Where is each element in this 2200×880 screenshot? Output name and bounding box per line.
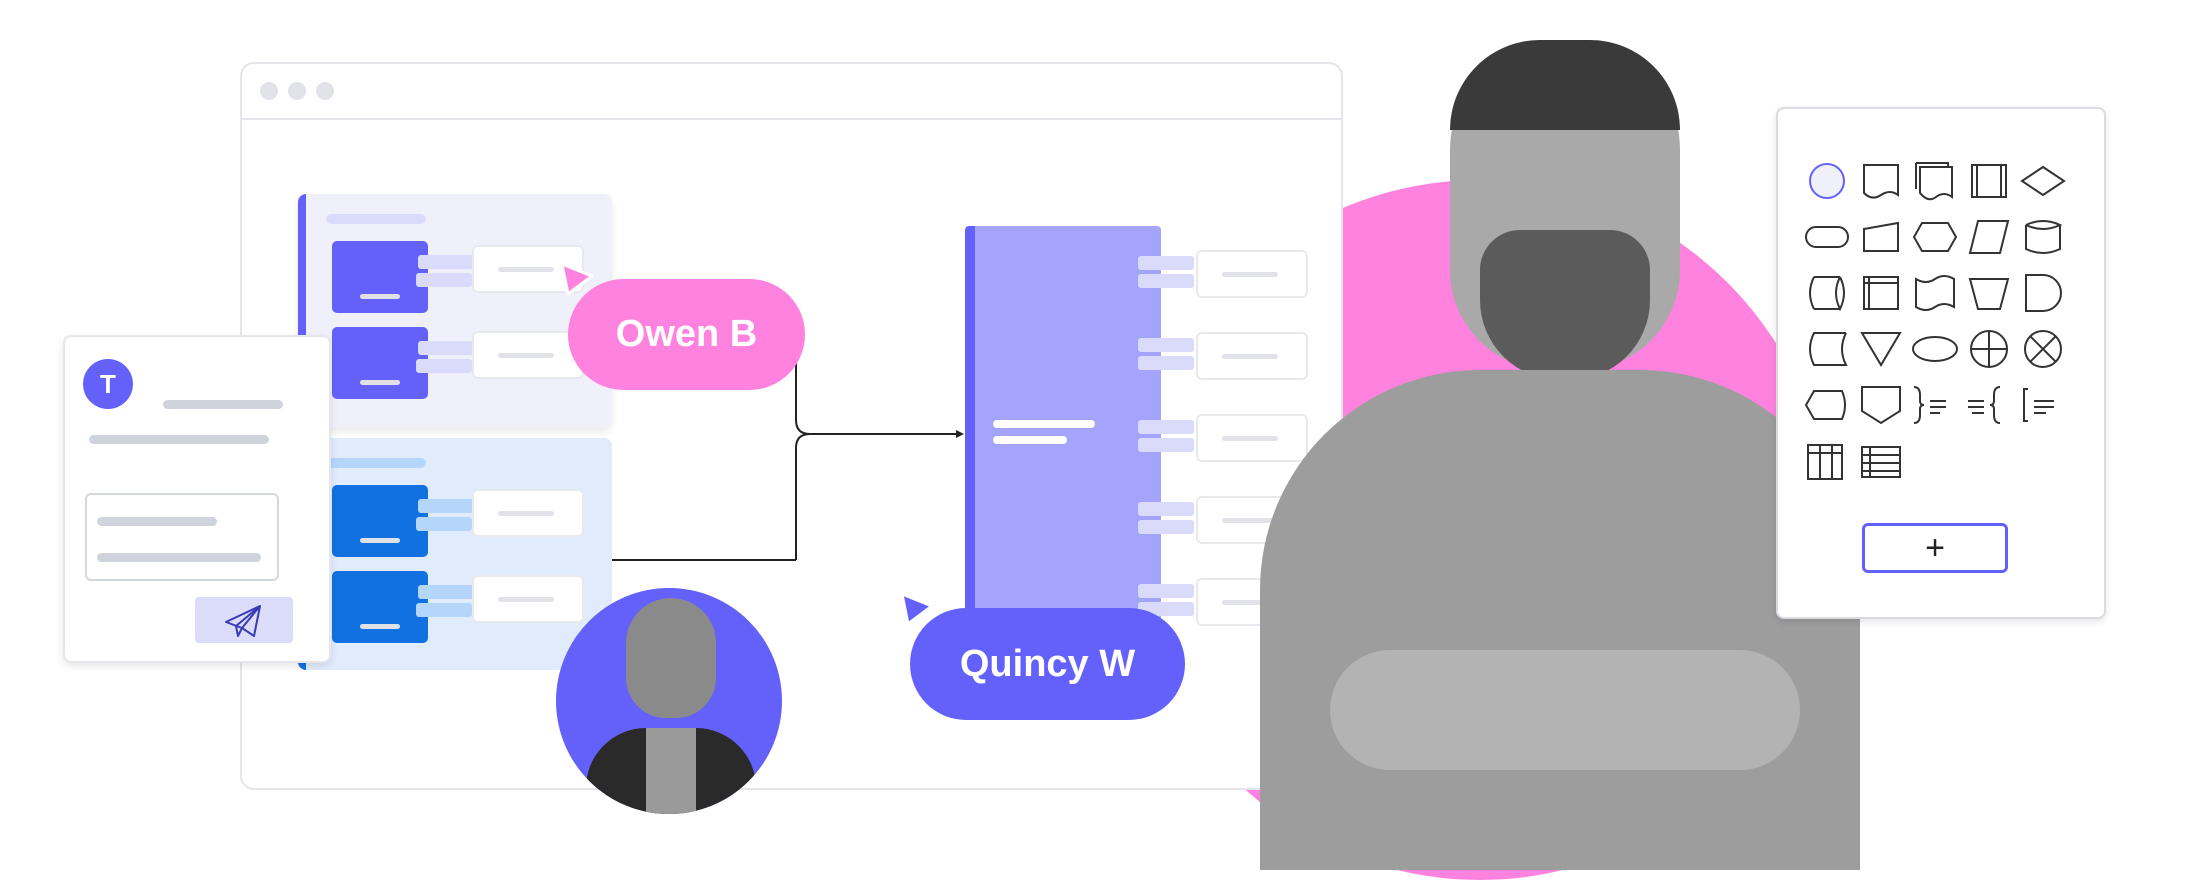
send-button[interactable]	[195, 597, 293, 643]
preparation-shape-icon[interactable]	[1910, 215, 1960, 259]
diagram-node[interactable]	[332, 485, 428, 557]
cursor-icon-quincy	[900, 592, 934, 626]
paper-plane-icon	[225, 605, 261, 637]
connector-tab	[1138, 420, 1194, 434]
direct-access-storage-shape-icon[interactable]	[1802, 271, 1852, 315]
add-shape-button[interactable]: +	[1862, 523, 2008, 573]
connector-tab	[416, 359, 472, 373]
connector-tab	[418, 585, 474, 599]
annotation-left-shape-icon[interactable]	[1964, 383, 2014, 427]
connector-tab	[418, 341, 474, 355]
process-block[interactable]	[965, 226, 1161, 621]
connector-tab	[1138, 356, 1194, 370]
avatar: T	[83, 359, 133, 409]
punched-tape-shape-icon[interactable]	[1910, 271, 1960, 315]
stored-data-shape-icon[interactable]	[1802, 327, 1852, 371]
annotation-bracket-shape-icon[interactable]	[2018, 383, 2068, 427]
data-shape-icon[interactable]	[1964, 215, 2014, 259]
diagram-field[interactable]	[472, 489, 584, 537]
connector-tab	[416, 273, 472, 287]
connector-tab	[416, 603, 472, 617]
message-input[interactable]	[85, 493, 279, 581]
connector-tab	[1138, 520, 1194, 534]
chat-card: T	[63, 335, 331, 663]
diagram-field[interactable]	[1196, 414, 1308, 462]
window-dot	[288, 82, 306, 100]
summing-junction-shape-icon[interactable]	[2018, 327, 2068, 371]
shape-library-panel: +	[1776, 107, 2106, 619]
window-dot	[316, 82, 334, 100]
internal-storage-shape-icon[interactable]	[1856, 271, 1906, 315]
window-titlebar	[242, 64, 1341, 120]
manual-input-shape-icon[interactable]	[1856, 215, 1906, 259]
diagram-field[interactable]	[1196, 250, 1308, 298]
delay-shape-icon[interactable]	[2018, 271, 2068, 315]
document-shape-icon[interactable]	[1856, 159, 1906, 203]
connector-tab	[1138, 274, 1194, 288]
collaborator-tag-quincy: Quincy W	[910, 608, 1185, 720]
diagram-node[interactable]	[332, 241, 428, 313]
window-dot	[260, 82, 278, 100]
connector-tab	[418, 255, 474, 269]
connector-tab	[1138, 338, 1194, 352]
connector-lines	[612, 360, 964, 561]
merge-shape-icon[interactable]	[1856, 327, 1906, 371]
diagram-field[interactable]	[472, 575, 584, 623]
collaborator-photo-woman	[556, 588, 782, 814]
circle-shape-icon[interactable]	[1802, 159, 1852, 203]
connector-tab	[1138, 256, 1194, 270]
predefined-process-shape-icon[interactable]	[1964, 159, 2014, 203]
connector-tab	[1138, 502, 1194, 516]
cursor-icon-owen	[560, 262, 594, 296]
off-page-reference-shape-icon[interactable]	[1856, 383, 1906, 427]
database-shape-icon[interactable]	[2018, 215, 2068, 259]
diagram-field[interactable]	[1196, 332, 1308, 380]
connector-tab	[416, 517, 472, 531]
connector-tab	[1138, 584, 1194, 598]
display-shape-icon[interactable]	[1802, 383, 1852, 427]
annotation-right-shape-icon[interactable]	[1910, 383, 1960, 427]
diagram-field[interactable]	[472, 331, 584, 379]
table-vertical-shape-icon[interactable]	[1802, 439, 1852, 483]
collaborator-tag-owen: Owen B	[568, 279, 805, 390]
table-shape-icon[interactable]	[1856, 439, 1906, 483]
multi-document-shape-icon[interactable]	[1910, 159, 1960, 203]
connector-tab	[1138, 438, 1194, 452]
ellipse-shape-icon[interactable]	[1910, 327, 1960, 371]
diagram-node[interactable]	[332, 327, 428, 399]
or-shape-icon[interactable]	[1964, 327, 2014, 371]
decision-shape-icon[interactable]	[2018, 159, 2068, 203]
connector-tab	[418, 499, 474, 513]
terminator-shape-icon[interactable]	[1802, 215, 1852, 259]
manual-operation-shape-icon[interactable]	[1964, 271, 2014, 315]
person-photo-man	[1250, 30, 1870, 870]
diagram-node[interactable]	[332, 571, 428, 643]
